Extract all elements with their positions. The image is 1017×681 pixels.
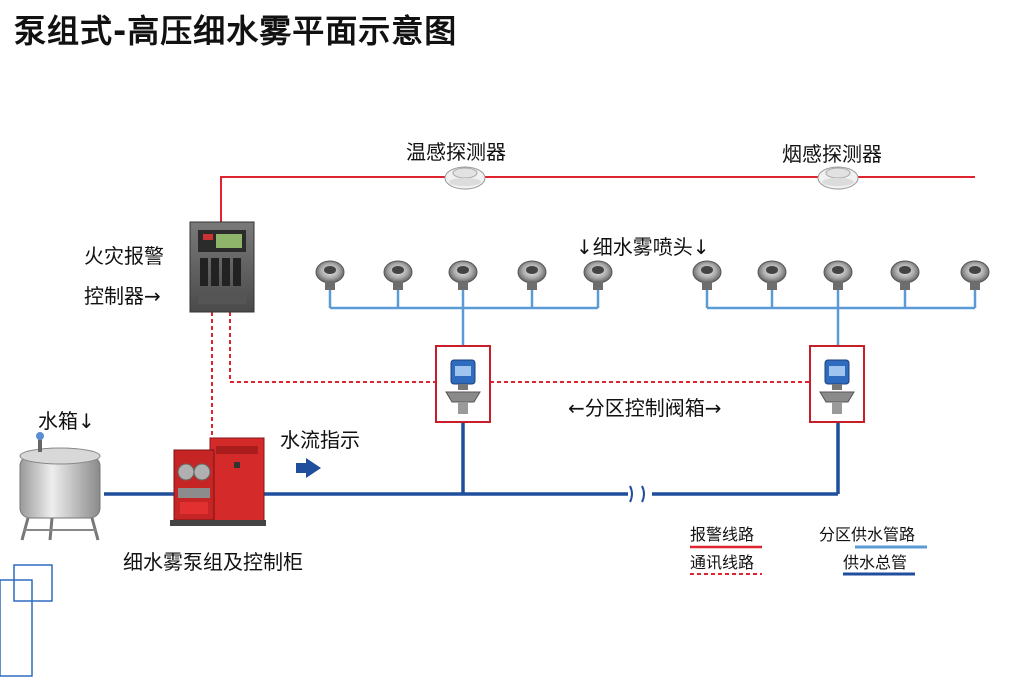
pump-unit-icon	[170, 437, 266, 526]
zone-valve-box-right	[809, 345, 865, 423]
nozzle-icon	[823, 260, 853, 290]
fire-alarm-panel-icon	[189, 221, 255, 313]
temp-detector-label: 温感探测器	[406, 140, 506, 164]
nozzle-icon	[692, 260, 722, 290]
fire-panel-label-line2: 控制器→	[84, 284, 161, 308]
nozzle-icon	[960, 260, 990, 290]
water-tank-label: 水箱↓	[38, 409, 95, 433]
pipe-break-symbol	[629, 485, 645, 503]
smoke-detector-label: 烟感探测器	[782, 142, 882, 166]
smoke-detector-icon	[817, 166, 859, 190]
fire-panel-label-line1: 火灾报警	[84, 244, 164, 268]
flow-direction-label: 水流指示	[280, 428, 360, 452]
temp-detector-icon	[444, 166, 486, 190]
water-tank-icon	[19, 432, 101, 541]
zone-valve-box-label: ←分区控制阀箱→	[568, 396, 722, 420]
alarm-line	[220, 176, 975, 222]
comm-lines	[211, 312, 810, 440]
legend-main-pipe-label: 供水总管	[843, 553, 908, 572]
page-title: 泵组式-高压细水雾平面示意图	[14, 12, 458, 50]
pump-unit-label: 细水雾泵组及控制柜	[123, 550, 303, 574]
legend-branch-pipe-label: 分区供水管路	[819, 525, 916, 544]
main-pipe	[104, 422, 840, 496]
legend-comm-line-label: 通讯线路	[690, 553, 755, 572]
nozzle-icon	[583, 260, 613, 290]
legend-swatches	[690, 545, 927, 576]
nozzle-icon	[315, 260, 345, 290]
flow-arrow-icon	[296, 458, 321, 478]
nozzle-icon	[757, 260, 787, 290]
legend-alarm-line-label: 报警线路	[690, 525, 755, 544]
nozzle-icon	[890, 260, 920, 290]
nozzle-icon	[448, 260, 478, 290]
corner-decoration	[0, 564, 53, 677]
zone-valve-box-left	[435, 345, 491, 423]
nozzles-label: ↓细水雾喷头↓	[576, 235, 710, 259]
nozzle-icon	[383, 260, 413, 290]
nozzle-icon	[517, 260, 547, 290]
branch-pipes	[328, 290, 977, 346]
